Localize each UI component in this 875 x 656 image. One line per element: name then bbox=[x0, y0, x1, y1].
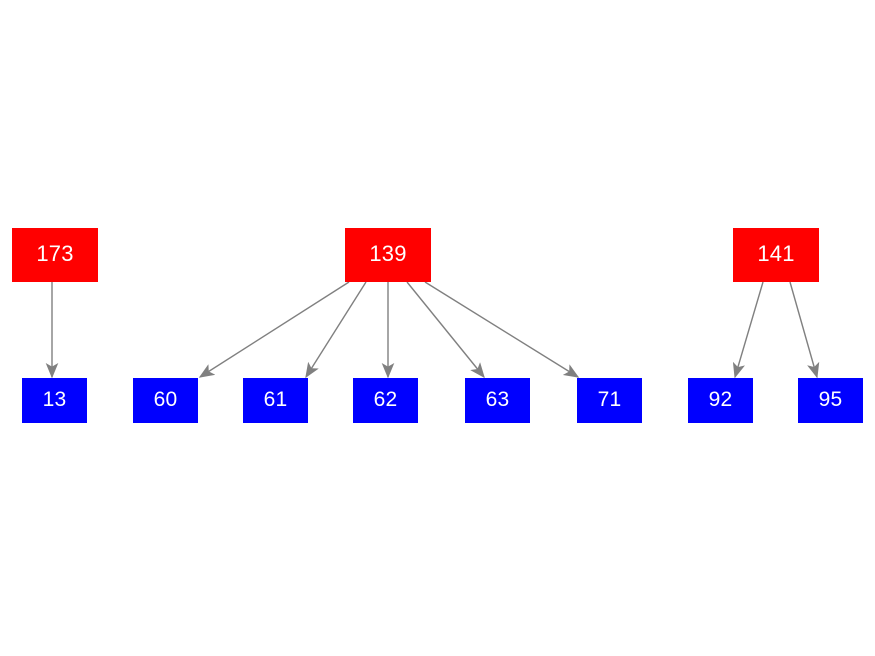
parent-node-173[interactable]: 173 bbox=[12, 228, 98, 282]
node-label: 61 bbox=[263, 388, 288, 411]
edge-141-to-95 bbox=[789, 281, 820, 379]
node-label: 63 bbox=[485, 388, 510, 411]
child-node-62[interactable]: 62 bbox=[353, 378, 418, 423]
child-node-63[interactable]: 63 bbox=[465, 378, 530, 423]
node-label: 173 bbox=[36, 241, 74, 266]
child-node-95[interactable]: 95 bbox=[798, 378, 863, 423]
node-label: 13 bbox=[42, 388, 67, 411]
edge-139-to-71 bbox=[424, 281, 580, 378]
node-label: 139 bbox=[369, 241, 407, 266]
edge-139-to-60 bbox=[198, 281, 350, 378]
child-node-61[interactable]: 61 bbox=[243, 378, 308, 423]
edge-139-to-63 bbox=[406, 281, 485, 379]
edges-group bbox=[45, 281, 820, 379]
node-label: 92 bbox=[708, 388, 733, 411]
parent-node-141[interactable]: 141 bbox=[733, 228, 819, 282]
node-label: 141 bbox=[757, 241, 795, 266]
child-node-60[interactable]: 60 bbox=[133, 378, 198, 423]
child-node-13[interactable]: 13 bbox=[22, 378, 87, 423]
edge-139-to-61 bbox=[305, 281, 367, 379]
node-label: 62 bbox=[373, 388, 398, 411]
parent-node-139[interactable]: 139 bbox=[345, 228, 431, 282]
child-node-71[interactable]: 71 bbox=[577, 378, 642, 423]
node-label: 71 bbox=[597, 388, 622, 411]
child-node-92[interactable]: 92 bbox=[688, 378, 753, 423]
edge-141-to-92 bbox=[732, 281, 764, 379]
node-label: 95 bbox=[818, 388, 843, 411]
node-label: 60 bbox=[153, 388, 178, 411]
